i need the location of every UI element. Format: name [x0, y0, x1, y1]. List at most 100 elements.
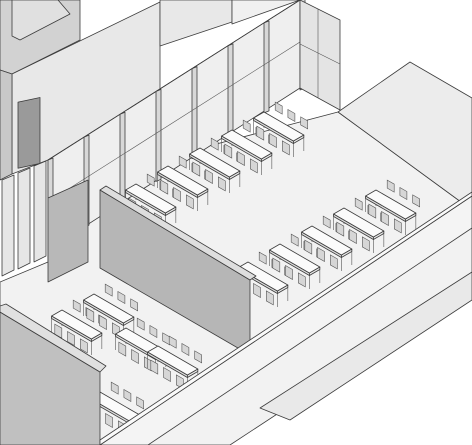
chair-front — [67, 330, 75, 347]
chair-front — [80, 338, 88, 354]
chair-front — [131, 348, 139, 365]
chair-front — [163, 366, 171, 383]
curtain-transom — [47, 41, 301, 203]
chair-back — [322, 215, 331, 229]
chair-back — [146, 173, 155, 187]
chair-front — [118, 341, 127, 357]
partition-center-top — [99, 185, 257, 281]
left-glass-pane — [17, 167, 31, 270]
chair-back — [210, 137, 219, 151]
chair-front — [285, 264, 293, 281]
chair-back — [72, 299, 81, 313]
chair-front — [368, 203, 377, 219]
table-front-row — [365, 179, 421, 235]
curtain-mullion — [119, 111, 126, 205]
chair-front — [317, 246, 325, 263]
chair-front — [329, 254, 338, 270]
door — [17, 97, 41, 169]
chair-back — [104, 283, 113, 297]
curtain-mullion — [263, 20, 270, 114]
table-top — [301, 225, 353, 256]
corner-glass-panel — [299, 0, 341, 111]
chair-back — [290, 233, 299, 247]
chair-front — [256, 125, 265, 141]
right-terrace — [337, 61, 472, 211]
top-strip-right — [231, 0, 301, 25]
chair-back — [274, 101, 283, 115]
chair-back — [242, 119, 251, 133]
chair-back — [149, 324, 158, 339]
table-top — [157, 165, 209, 196]
chair-front — [381, 210, 389, 227]
chair-back — [136, 317, 145, 331]
block-side-wall — [0, 69, 13, 181]
chair-back — [412, 194, 421, 208]
table-top — [83, 293, 135, 324]
chair-front — [361, 236, 370, 252]
chair-back — [110, 381, 119, 395]
table-back-row — [253, 101, 309, 157]
chair-front — [253, 282, 261, 299]
left-glazing — [1, 160, 47, 277]
table-front-row — [333, 197, 389, 253]
table-top — [125, 183, 177, 214]
table-front-row — [269, 233, 325, 289]
chair-front — [86, 307, 95, 323]
left-glass-pane — [1, 174, 15, 277]
chair-back — [181, 342, 190, 357]
chair-back — [194, 350, 202, 364]
chair-back — [399, 186, 408, 201]
chair-front — [269, 132, 277, 149]
front-right-wall-top — [99, 191, 472, 445]
roof-slab-top — [11, 0, 71, 41]
table-front-row — [301, 215, 357, 271]
left-glass-pane — [33, 160, 47, 263]
front-right-wall — [99, 191, 472, 445]
chair-front — [186, 194, 194, 210]
table-top — [237, 261, 289, 292]
table-top — [333, 207, 385, 238]
top-strip-left — [159, 0, 233, 47]
chair-back — [300, 116, 309, 130]
chair-front — [272, 257, 281, 273]
table-top — [51, 309, 103, 340]
top-strip — [159, 0, 301, 47]
lower-right-slab — [259, 271, 472, 421]
table-top — [221, 129, 273, 160]
chair-front — [54, 323, 63, 339]
chair-front — [99, 314, 107, 331]
table-top — [365, 189, 417, 220]
chair-front — [237, 150, 245, 167]
chair-front — [205, 168, 213, 185]
corner-transom — [299, 43, 341, 65]
chair-front — [393, 218, 402, 234]
chair-front — [218, 176, 226, 192]
table-top — [269, 243, 321, 274]
chair-front — [265, 290, 274, 306]
curtain-mullion — [227, 43, 234, 137]
corner-glass — [299, 0, 341, 111]
chair-back — [386, 179, 395, 193]
chair-front — [160, 179, 169, 195]
partition-front-top — [0, 303, 107, 373]
chair-front — [150, 359, 159, 375]
chair-back — [258, 251, 267, 265]
table-meeting-room — [83, 283, 138, 339]
furniture-layer — [51, 101, 421, 437]
partition-left-dark — [47, 179, 89, 283]
chair-front — [349, 228, 357, 245]
table-top — [147, 345, 199, 376]
chair-back — [136, 396, 144, 410]
curtain-head — [47, 0, 301, 161]
curtain-mullion — [191, 66, 198, 160]
chair-front — [173, 186, 181, 203]
chair-back — [287, 108, 296, 123]
partitions — [0, 179, 257, 445]
chair-back — [123, 388, 132, 403]
table-meeting-room — [147, 335, 202, 391]
table-top — [189, 147, 241, 178]
table-back-row — [221, 119, 277, 175]
chair-front — [297, 272, 306, 288]
chair-back — [354, 197, 363, 211]
